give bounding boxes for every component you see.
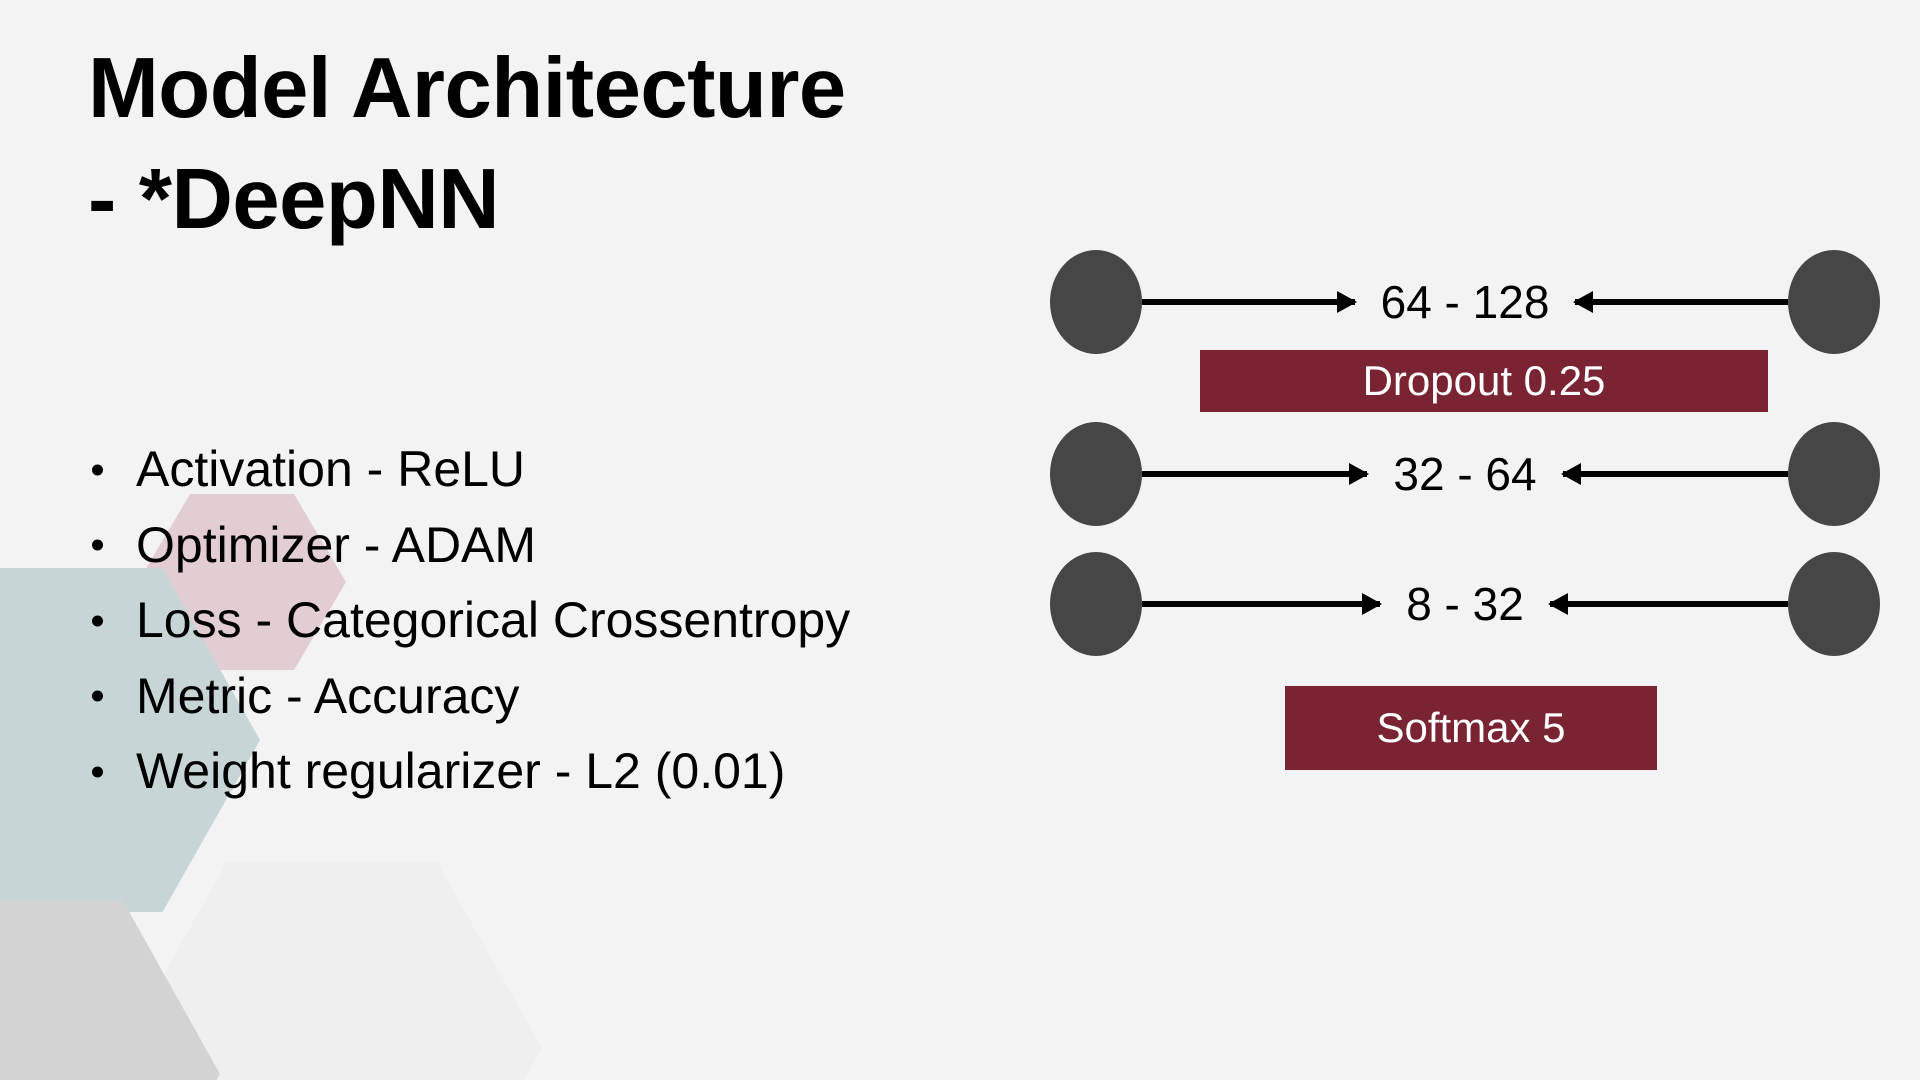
arrow-left-icon <box>1573 291 1789 313</box>
network-diagram: 64 - 128 32 - 64 8 - 32 <box>1050 230 1881 790</box>
list-item-label: Activation - ReLU <box>136 441 526 497</box>
bullet-dot-icon <box>92 539 103 551</box>
arrow-right-icon <box>1142 463 1370 485</box>
layer-row-3: 8 - 32 <box>1050 550 1881 658</box>
node-circle-right <box>1788 422 1880 526</box>
list-item: Activation - ReLU <box>84 432 1094 508</box>
list-item: Metric - Accuracy <box>84 659 1094 735</box>
softmax-chip: Softmax 5 <box>1285 686 1657 770</box>
node-circle-right <box>1788 250 1881 354</box>
list-item-label: Metric - Accuracy <box>136 667 520 724</box>
list-item: Weight regularizer - L2 (0.01) <box>84 734 1094 810</box>
arrow-left-icon <box>1547 593 1789 615</box>
arrow-right-icon <box>1142 291 1357 313</box>
bullet-dot-icon <box>92 615 103 627</box>
connection-label: 32 - 64 <box>1393 448 1537 500</box>
layer-row-2: 32 - 64 <box>1050 420 1880 528</box>
layer-row-1: 64 - 128 <box>1050 248 1881 356</box>
hexagon-white-decoration <box>122 862 542 1080</box>
arrow-left-icon <box>1560 463 1788 485</box>
connection-label: 8 - 32 <box>1406 578 1524 630</box>
bullet-list: Activation - ReLU Optimizer - ADAM Loss … <box>84 432 1094 810</box>
slide-title: Model Architecture - *DeepNN <box>88 41 846 247</box>
node-circle-right <box>1788 552 1881 656</box>
bullet-dot-icon <box>92 766 103 778</box>
node-circle-left <box>1050 422 1142 526</box>
bullet-dot-icon <box>92 464 103 476</box>
connection-label: 64 - 128 <box>1380 276 1550 328</box>
node-circle-left <box>1050 552 1142 656</box>
list-item-label: Loss - Categorical Crossentropy <box>136 592 851 648</box>
list-item: Optimizer - ADAM <box>84 508 1094 584</box>
dropout-chip: Dropout 0.25 <box>1200 350 1768 412</box>
list-item-label: Weight regularizer - L2 (0.01) <box>136 743 786 799</box>
hexagon-gray-decoration <box>0 900 220 1080</box>
arrow-right-icon <box>1142 593 1383 615</box>
list-item: Loss - Categorical Crossentropy <box>84 583 1094 659</box>
list-item-label: Optimizer - ADAM <box>136 516 537 573</box>
node-circle-left <box>1050 250 1142 354</box>
bullet-dot-icon <box>92 690 103 702</box>
